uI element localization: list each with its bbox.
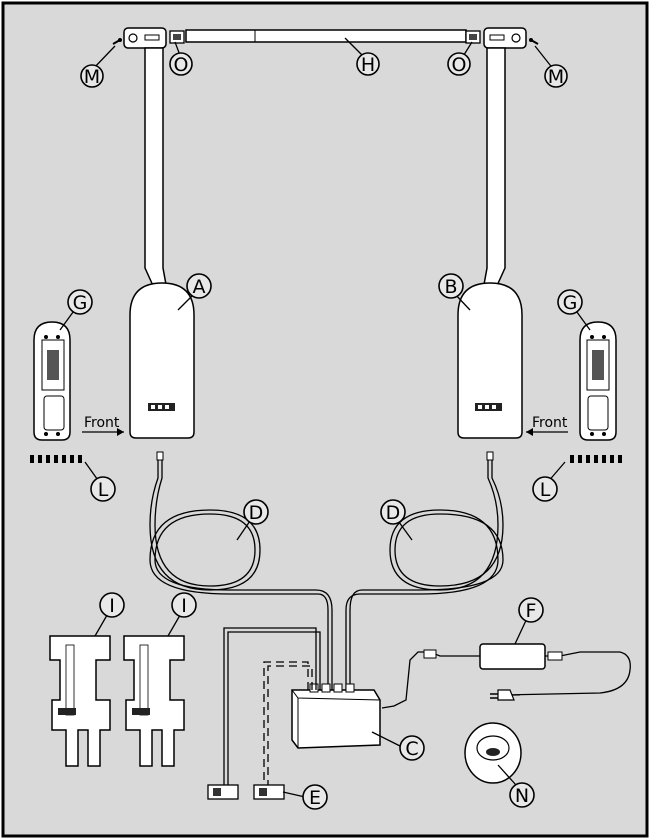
right-top-pivot: [483, 27, 527, 49]
callout-d-left: D: [243, 499, 269, 525]
connector-o-left: [169, 30, 185, 44]
callout-label: M: [84, 66, 100, 88]
remote-n: [464, 722, 522, 784]
callout-label: I: [109, 595, 115, 617]
callout-m-right: M: [544, 64, 568, 88]
callout-label: E: [309, 787, 321, 809]
motor-unit-a: [129, 282, 195, 461]
cable-d-left: [149, 460, 333, 690]
callout-l-left: L: [90, 476, 116, 502]
cable-d-right: [345, 460, 504, 690]
callout-c: C: [399, 735, 425, 761]
floor-bracket-i-left: [49, 635, 111, 767]
front-arrow-right: Front: [526, 415, 568, 436]
mounting-plate-g-left: [33, 321, 71, 441]
power-supply-f: [381, 643, 631, 709]
callout-d-right: D: [380, 499, 406, 525]
screw-m-right: [529, 38, 539, 45]
callout-label: O: [174, 54, 189, 76]
callout-e: E: [302, 784, 328, 810]
screw-m-left: [112, 38, 122, 45]
callout-g-left: G: [67, 289, 93, 315]
front-arrow-left: Front: [82, 415, 124, 436]
motor-unit-b: [457, 282, 523, 461]
callout-b: B: [438, 273, 464, 299]
hand-switch-e-right: [253, 784, 285, 800]
front-label-right: Front: [532, 415, 568, 431]
connecting-rod-h: [185, 29, 467, 43]
front-label-left: Front: [84, 415, 120, 431]
callout-label: I: [181, 595, 187, 617]
callout-label: F: [526, 600, 537, 622]
callout-l-right: L: [532, 476, 558, 502]
callout-label: G: [563, 292, 578, 314]
connector-o-right: [465, 30, 481, 44]
callout-h: H: [356, 52, 380, 76]
hand-switch-cable-dashed: [263, 661, 313, 785]
callout-label: N: [515, 785, 529, 807]
callout-o-left: O: [169, 52, 193, 76]
arm-right: [482, 47, 506, 291]
callout-label: G: [73, 292, 88, 314]
callout-label: L: [540, 479, 551, 501]
callout-label: C: [405, 738, 418, 760]
mounting-plate-g-right: [579, 321, 617, 441]
callout-a: A: [186, 273, 212, 299]
callout-label: O: [452, 54, 467, 76]
callout-label: B: [444, 276, 457, 298]
hand-switch-cable-solid: [223, 627, 321, 785]
hand-switch-e-left: [207, 784, 239, 800]
callout-label: L: [98, 479, 109, 501]
callout-g-right: G: [557, 289, 583, 315]
callout-o-right: O: [447, 52, 471, 76]
callout-n: N: [509, 782, 535, 808]
callout-label: D: [249, 502, 264, 524]
arm-left: [144, 47, 168, 291]
control-box-c: [291, 683, 381, 749]
screw-set-l-left: [30, 455, 82, 463]
left-top-pivot: [123, 27, 167, 49]
screw-set-l-right: [570, 455, 622, 463]
callout-m-left: M: [80, 64, 104, 88]
callout-label: A: [193, 276, 206, 298]
callout-i-left: I: [99, 592, 125, 618]
callout-f: F: [518, 597, 544, 623]
floor-bracket-i-right: [123, 635, 185, 767]
callout-i-right: I: [171, 592, 197, 618]
callout-label: H: [361, 54, 375, 76]
callout-label: M: [548, 66, 564, 88]
callout-label: D: [386, 502, 401, 524]
